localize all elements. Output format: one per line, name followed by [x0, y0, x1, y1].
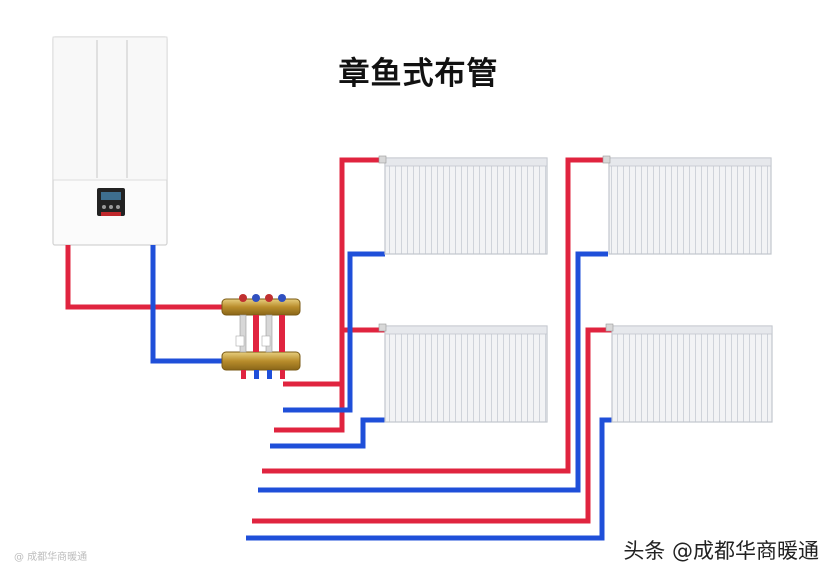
diagram-title: 章鱼式布管 — [338, 56, 499, 92]
radiator-icon — [602, 155, 772, 255]
manifold-icon — [221, 294, 301, 379]
faint-watermark: @ 成都华商暖通 — [14, 552, 88, 563]
boiler-icon — [52, 36, 168, 246]
radiator-icon — [378, 323, 548, 423]
source-watermark: 头条 @成都华商暖通 — [623, 539, 819, 563]
supply-pipes — [65, 157, 612, 524]
return-pipes — [150, 245, 612, 541]
radiator-icon — [605, 323, 773, 423]
radiator-icon — [378, 155, 548, 255]
